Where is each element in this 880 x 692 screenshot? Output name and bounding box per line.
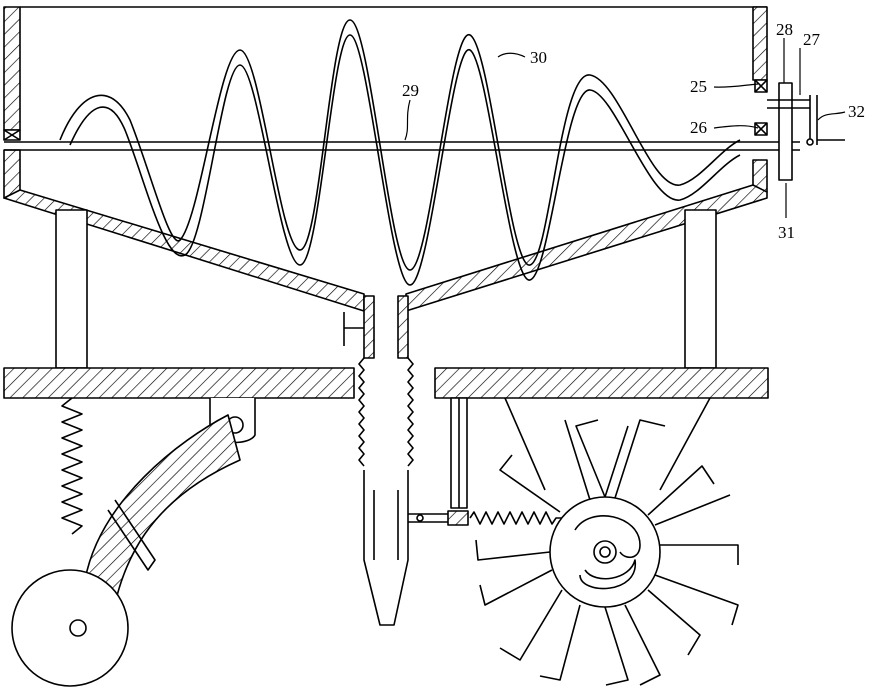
- label-32: 32: [848, 102, 865, 121]
- hopper-left-wall: [4, 7, 20, 130]
- label-25: 25: [690, 77, 707, 96]
- seed-tube: [344, 296, 413, 625]
- label-30: 30: [530, 48, 547, 67]
- base-plate: [4, 368, 768, 398]
- label-28: 28: [776, 20, 793, 39]
- gear-plate-28: [779, 83, 792, 180]
- front-wheel-assembly: [12, 398, 255, 686]
- label-29: 29: [402, 81, 419, 100]
- bearing-26: [755, 123, 767, 135]
- label-26: 26: [690, 118, 707, 137]
- press-wheel: [476, 398, 738, 685]
- hopper: [4, 7, 767, 311]
- crank-assembly: [767, 83, 845, 180]
- label-27: 27: [803, 30, 821, 49]
- bearing-25: [755, 80, 767, 92]
- label-31: 31: [778, 223, 795, 242]
- hopper-right-wall: [753, 7, 767, 80]
- auger-shaft: [4, 142, 800, 150]
